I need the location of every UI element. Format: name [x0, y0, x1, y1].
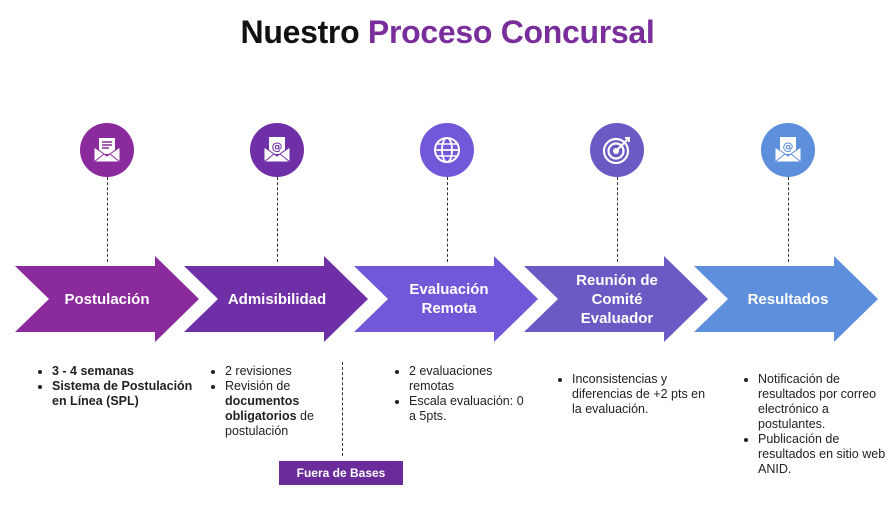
step-1-bullet: 3 - 4 semanas — [52, 364, 202, 379]
step-4-details: Inconsistencias y diferencias de +2 pts … — [550, 372, 710, 417]
step-1-bullet: Sistema de Postulación en Línea (SPL) — [52, 379, 202, 409]
connector-5 — [788, 177, 789, 262]
connector-2 — [277, 177, 278, 262]
connector-3 — [447, 177, 448, 262]
step-3-label: Evaluación Remota — [409, 281, 489, 317]
step-2-bullet-text: de postulación — [225, 409, 314, 438]
step-5-details: Notificación de resultados por correo el… — [736, 372, 886, 477]
step-5-label: Resultados — [747, 290, 829, 308]
step-1-label: Postulación — [64, 290, 150, 308]
arrow-step-4 — [524, 256, 708, 342]
step-2-bullet: 2 revisiones — [225, 364, 328, 379]
step-2-details: 2 revisiones Revisión de documentos obli… — [203, 364, 328, 439]
connector-fuera — [342, 362, 343, 456]
connector-4 — [617, 177, 618, 262]
step-3-bullet: Escala evaluación: 0 a 5pts. — [409, 394, 527, 424]
arrow-step-5 — [694, 256, 878, 342]
step-4-label: Reunión de Comité Evaluador — [576, 271, 658, 327]
arrow-step-3 — [354, 256, 538, 342]
step-3-icon-circle — [420, 123, 474, 177]
step-2-label: Admisibilidad — [227, 290, 327, 308]
envelope-at-icon: @ — [774, 137, 802, 163]
title-part2: Proceso Concursal — [367, 14, 655, 50]
step-2-bullet-text: 2 revisiones — [225, 364, 292, 378]
step-3-details: 2 evaluaciones remotas Escala evaluación… — [387, 364, 527, 424]
step-2-bullet-text: Revisión de — [225, 379, 291, 393]
step-5-icon-circle: @ — [761, 123, 815, 177]
step-2-bullet: Revisión de documentos obligatorios de p… — [225, 379, 328, 439]
step-2-bullet-bold: documentos obligatorios — [225, 394, 300, 423]
title-part1: Nuestro — [240, 14, 360, 50]
step-3-bullet: 2 evaluaciones remotas — [409, 364, 527, 394]
globe-icon — [434, 137, 460, 163]
target-icon — [602, 137, 630, 165]
connector-1 — [107, 177, 108, 262]
envelope-at-icon: @ — [263, 137, 291, 163]
step-5-bullet: Notificación de resultados por correo el… — [758, 372, 886, 432]
envelope-letter-icon — [93, 138, 121, 163]
step-4-icon-circle — [590, 123, 644, 177]
arrow-step-1 — [15, 256, 199, 342]
svg-text:@: @ — [272, 140, 283, 153]
fuera-de-bases-badge: Fuera de Bases — [279, 461, 403, 485]
arrow-step-2 — [184, 256, 368, 342]
step-2-icon-circle: @ — [250, 123, 304, 177]
step-1-icon-circle — [80, 123, 134, 177]
step-5-bullet: Publicación de resultados en sitio web A… — [758, 432, 886, 477]
svg-text:@: @ — [783, 140, 794, 153]
step-4-bullet: Inconsistencias y diferencias de +2 pts … — [572, 372, 710, 417]
step-1-details: 3 - 4 semanas Sistema de Postulación en … — [30, 364, 202, 409]
page-title: Nuestro Proceso Concursal — [0, 14, 895, 51]
